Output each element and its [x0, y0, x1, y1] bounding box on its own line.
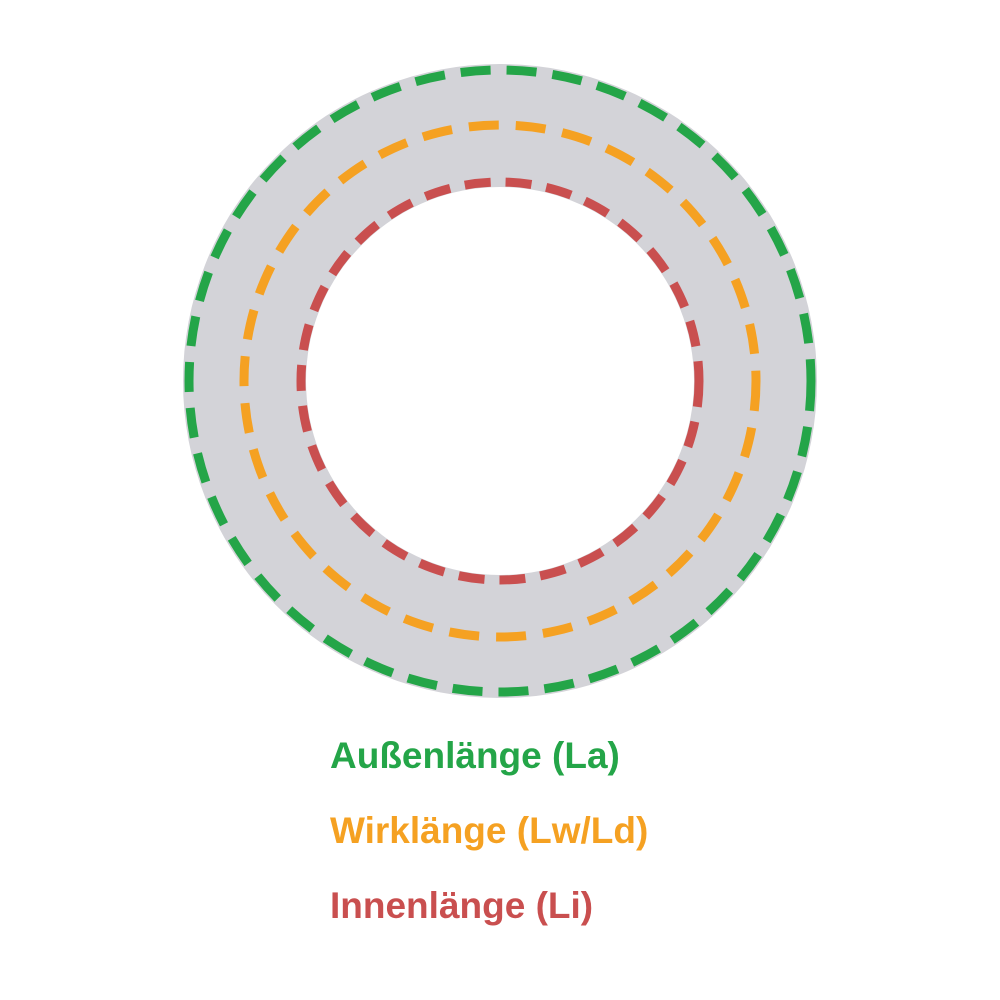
legend-inner-length-label: Innenlänge (Li) — [330, 885, 594, 926]
legend: Außenlänge (La) Wirklänge (Lw/Ld) Innenl… — [330, 737, 648, 962]
legend-effective-length-label: Wirklänge (Lw/Ld) — [330, 810, 649, 851]
effective-length-circle — [239, 120, 761, 642]
outer-length-circle — [184, 65, 816, 697]
legend-outer-length-label: Außenlänge (La) — [330, 735, 620, 776]
inner-length-circle — [296, 177, 704, 585]
